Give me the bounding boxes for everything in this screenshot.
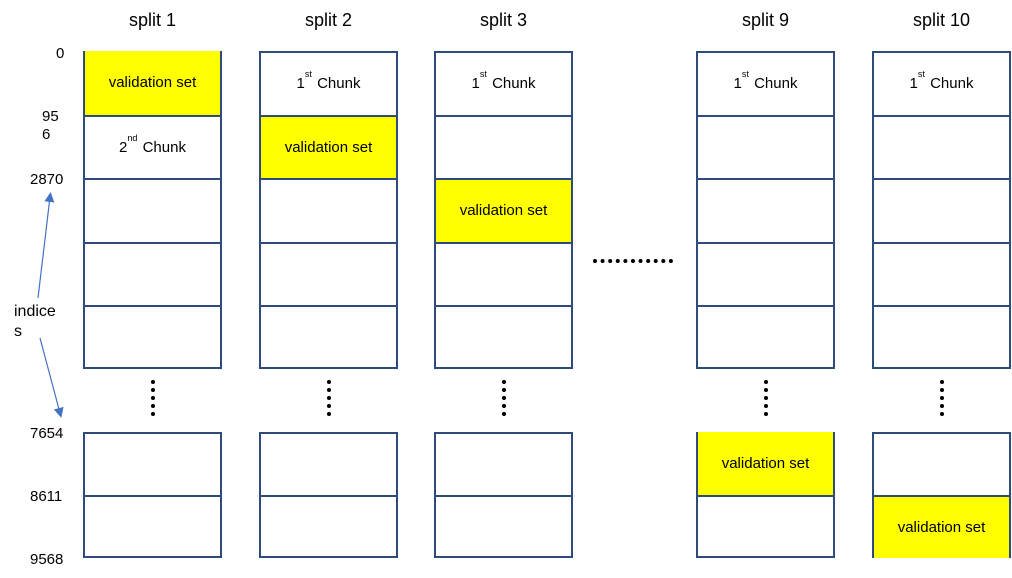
chunk-ordinal: 1 xyxy=(733,74,742,92)
empty-cell xyxy=(436,495,571,558)
empty-cell xyxy=(85,495,220,558)
index-label-8611: 8611 xyxy=(30,488,63,505)
horizontal-ellipsis xyxy=(593,259,673,263)
validation-set-cell: validation set xyxy=(436,178,571,242)
split-column: split 1 validation set 2nd Chunk xyxy=(83,0,222,578)
chunk-ordinal: 2 xyxy=(119,139,128,157)
validation-set-cell: validation set xyxy=(85,51,220,115)
split-column: split 9 1st Chunk validation set xyxy=(696,0,835,578)
index-label-956: 95 6 xyxy=(42,108,59,143)
chunk-ordinal: 1 xyxy=(909,74,918,92)
empty-cell xyxy=(874,241,1009,306)
index-label-0: 0 xyxy=(56,45,65,62)
validation-set-label: validation set xyxy=(284,138,373,156)
empty-cell xyxy=(85,241,220,306)
empty-cell xyxy=(436,305,571,369)
chunk-word: Chunk xyxy=(930,74,974,92)
empty-cell xyxy=(436,114,571,179)
empty-cell xyxy=(874,178,1009,242)
chunk-label: 1st Chunk xyxy=(471,69,536,92)
chunk-ordinal-suffix: st xyxy=(741,68,749,79)
bottom-chunks-block: validation set xyxy=(872,432,1011,558)
bottom-chunks-block xyxy=(434,432,573,558)
chunk-ordinal-suffix: st xyxy=(479,68,487,79)
split-title: split 3 xyxy=(479,10,528,30)
validation-set-label: validation set xyxy=(897,519,986,536)
chunk-word: Chunk xyxy=(142,139,186,157)
chunk-cell: 1st Chunk xyxy=(261,51,396,115)
empty-cell xyxy=(85,305,220,369)
empty-cell xyxy=(261,495,396,558)
chunk-ordinal: 1 xyxy=(296,74,305,92)
index-label-9568: 9568 xyxy=(30,551,64,568)
vertical-ellipsis xyxy=(764,380,768,416)
split-column: split 2 1st Chunk validation set xyxy=(259,0,398,578)
chunk-ordinal: 1 xyxy=(471,74,480,92)
split-title: split 2 xyxy=(304,10,353,30)
top-chunks-block: 1st Chunk xyxy=(696,51,835,369)
chunk-word: Chunk xyxy=(317,74,361,92)
split-column: split 10 1st Chunk validation set xyxy=(872,0,1011,578)
chunk-cell: 1st Chunk xyxy=(436,51,571,115)
chunk-ordinal-suffix: nd xyxy=(127,133,138,144)
empty-cell xyxy=(698,305,833,369)
index-label-2870: 2870 xyxy=(30,171,64,188)
validation-set-label: validation set xyxy=(721,455,810,472)
chunk-cell: 2nd Chunk xyxy=(85,114,220,179)
arrow-down xyxy=(39,337,64,418)
chunk-word: Chunk xyxy=(754,74,798,92)
empty-cell xyxy=(698,114,833,179)
index-label-7654: 7654 xyxy=(30,425,64,442)
validation-set-label: validation set xyxy=(459,202,548,220)
vertical-ellipsis xyxy=(327,380,331,416)
split-title: split 10 xyxy=(912,10,971,30)
chunk-ordinal-suffix: st xyxy=(304,68,312,79)
empty-cell xyxy=(698,178,833,242)
chunk-word: Chunk xyxy=(492,74,536,92)
validation-set-label: validation set xyxy=(108,74,197,92)
chunk-label: 1st Chunk xyxy=(733,69,798,92)
empty-cell xyxy=(698,495,833,558)
vertical-ellipsis xyxy=(940,380,944,416)
top-chunks-block: 1st Chunk validation set xyxy=(434,51,573,369)
validation-set-cell: validation set xyxy=(698,432,833,495)
arrow-up xyxy=(37,192,55,299)
chunk-label: 1st Chunk xyxy=(909,69,974,92)
chunk-label: 2nd Chunk xyxy=(119,133,186,157)
top-chunks-block: validation set 2nd Chunk xyxy=(83,51,222,369)
bottom-chunks-block: validation set xyxy=(696,432,835,558)
chunk-label: 1st Chunk xyxy=(296,69,361,92)
empty-cell xyxy=(85,178,220,242)
top-chunks-block: 1st Chunk validation set xyxy=(259,51,398,369)
empty-cell xyxy=(874,305,1009,369)
validation-set-cell: validation set xyxy=(874,495,1009,558)
empty-cell xyxy=(698,241,833,306)
vertical-ellipsis xyxy=(502,380,506,416)
chunk-cell: 1st Chunk xyxy=(698,51,833,115)
chunk-cell: 1st Chunk xyxy=(874,51,1009,115)
split-title: split 9 xyxy=(741,10,790,30)
empty-cell xyxy=(436,241,571,306)
vertical-ellipsis xyxy=(151,380,155,416)
empty-cell xyxy=(261,305,396,369)
validation-set-cell: validation set xyxy=(261,114,396,179)
split-column: split 3 1st Chunk validation set xyxy=(434,0,573,578)
empty-cell xyxy=(874,114,1009,179)
top-chunks-block: 1st Chunk xyxy=(872,51,1011,369)
empty-cell xyxy=(261,178,396,242)
split-title: split 1 xyxy=(128,10,177,30)
bottom-chunks-block xyxy=(259,432,398,558)
chunk-ordinal-suffix: st xyxy=(917,68,925,79)
empty-cell xyxy=(261,241,396,306)
bottom-chunks-block xyxy=(83,432,222,558)
indices-label: indice s xyxy=(14,303,56,340)
